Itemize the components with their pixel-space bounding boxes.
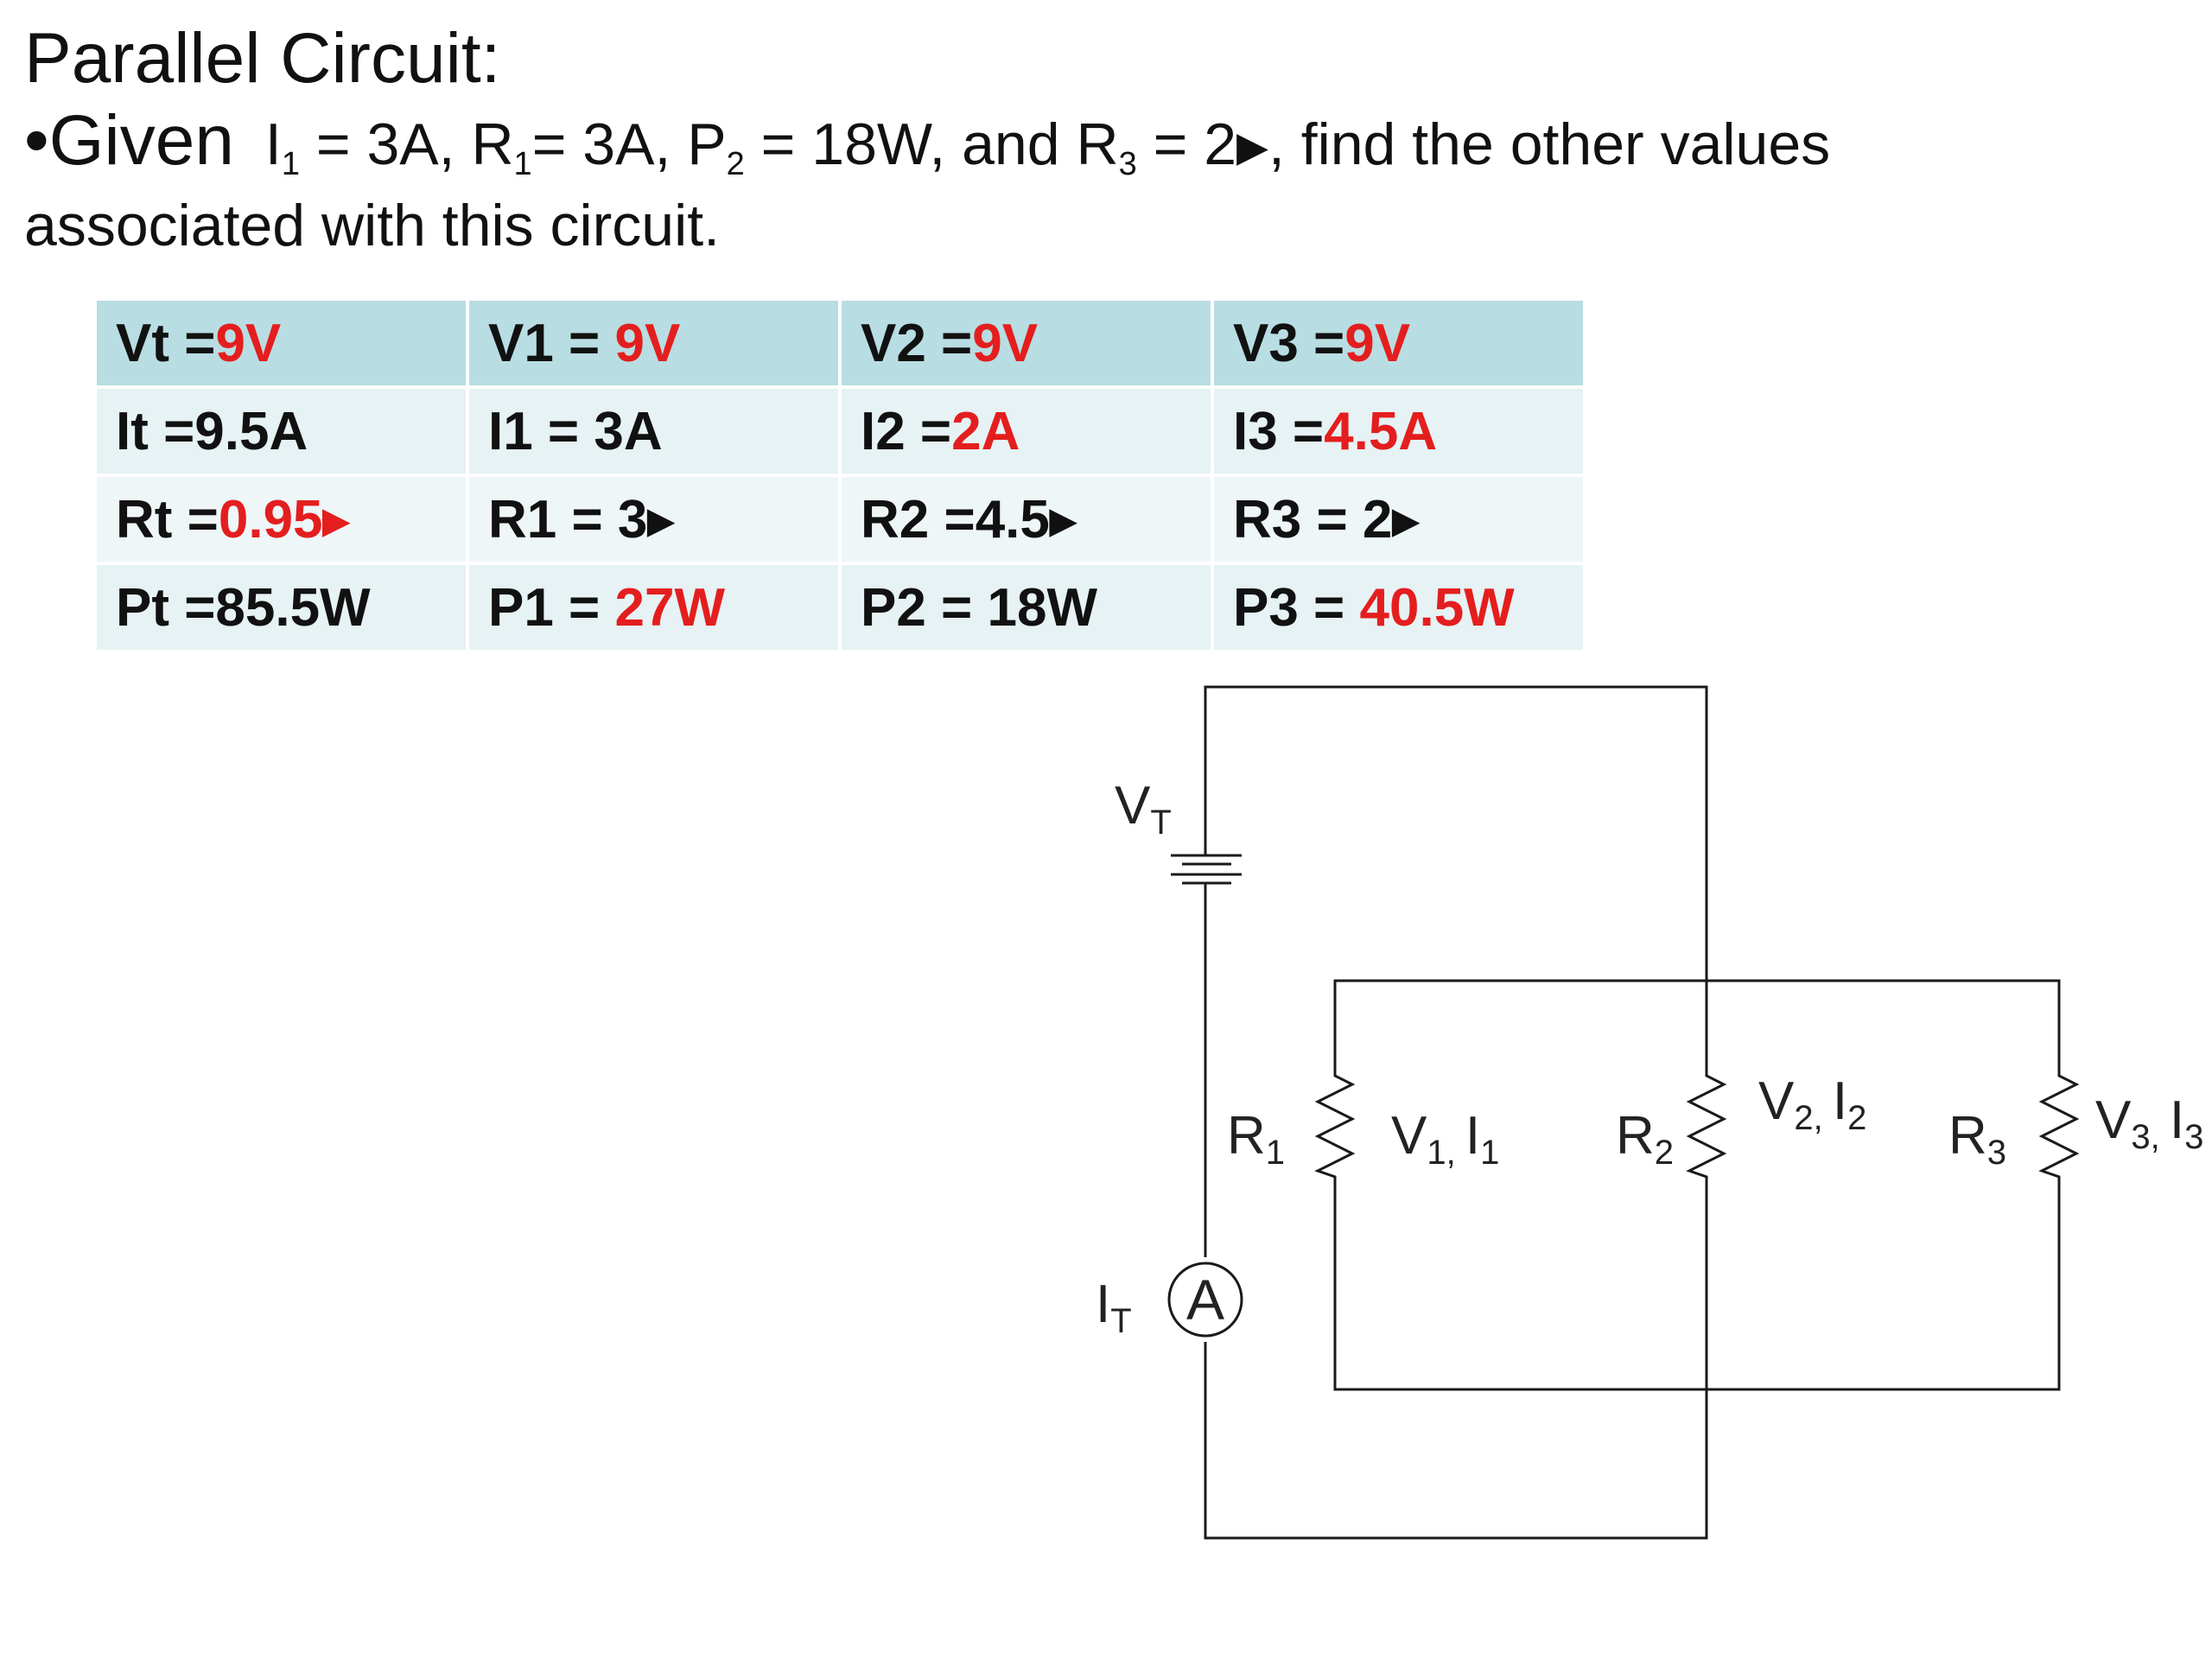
cell-label: It =9.5A: [116, 401, 308, 461]
table-cell: I1 = 3A: [469, 389, 838, 474]
table-cell: Pt =85.5W: [97, 565, 466, 650]
ohm-glyph-icon: ▶: [322, 501, 350, 540]
table-cell: I3 =4.5A: [1214, 389, 1583, 474]
given-tail: , find the other values: [1268, 111, 1831, 177]
wire-top: [1204, 685, 1708, 981]
table-row-power: Pt =85.5W P1 = 27W P2 = 18W P3 = 40.5W: [97, 565, 1583, 650]
table-cell: P1 = 27W: [469, 565, 838, 650]
cell-label: I1 = 3A: [488, 401, 663, 461]
cell-value: 9V: [614, 313, 681, 373]
cell-value: 27W: [614, 577, 725, 638]
battery-icon: [1171, 780, 1242, 890]
table-cell: R2 =4.5▶: [842, 477, 1211, 562]
slide-title: Parallel Circuit:: [24, 19, 501, 98]
label-r2: R2: [1616, 1106, 1674, 1172]
circuit-wires: [1204, 685, 2061, 1540]
cell-label: Rt =: [116, 489, 219, 550]
cell-label: P3 =: [1233, 577, 1360, 638]
given-r1: R1= 3A,: [471, 111, 688, 182]
cell-label: R2 =4.5: [861, 489, 1050, 550]
table-row-resistance: Rt =0.95▶R1 = 3▶R2 =4.5▶R3 = 2▶: [97, 477, 1583, 562]
cell-value: 9V: [1344, 313, 1411, 373]
cell-label: R3 = 2: [1233, 489, 1393, 550]
table-cell: It =9.5A: [97, 389, 466, 474]
cell-value: 9V: [215, 313, 282, 373]
label-it: IT: [1096, 1274, 1132, 1340]
label-r3: R3: [1948, 1106, 2006, 1172]
cell-label: P1 =: [488, 577, 615, 638]
cell-value: 40.5W: [1359, 577, 1515, 638]
table-cell: R1 = 3▶: [469, 477, 838, 562]
cell-label: Pt =85.5W: [116, 577, 371, 638]
branch-bottom: [1333, 1184, 2061, 1391]
bullet-given: •Given: [24, 101, 234, 180]
label-vt: VT: [1115, 776, 1172, 842]
cell-label: V3 =: [1233, 313, 1345, 373]
given-i1: I1 = 3A,: [264, 111, 472, 182]
cell-label: I2 =: [861, 401, 952, 461]
cell-value: 0.95: [218, 489, 323, 550]
table-cell: V1 = 9V: [469, 301, 838, 385]
resistor-r3-icon: [2038, 1069, 2080, 1184]
table-cell: Vt =9V: [97, 301, 466, 385]
cell-label: P2 = 18W: [861, 577, 1097, 638]
cell-label: Vt =: [116, 313, 216, 373]
label-r1: R1: [1227, 1106, 1285, 1172]
ohm-glyph-icon: ▶: [1236, 124, 1268, 170]
resistor-r2-icon: [1686, 1069, 1727, 1184]
table-cell: P3 = 40.5W: [1214, 565, 1583, 650]
table-cell: Rt =0.95▶: [97, 477, 466, 562]
ohm-glyph-icon: ▶: [1049, 501, 1077, 540]
branch-top: [1333, 979, 2061, 1069]
cell-label: V1 =: [488, 313, 615, 373]
ohm-glyph-icon: ▶: [647, 501, 675, 540]
wire-left-lower: [1204, 1184, 1708, 1540]
problem-line-2: associated with this circuit.: [24, 193, 720, 258]
table-cell: V2 =9V: [842, 301, 1211, 385]
table-cell: I2 =2A: [842, 389, 1211, 474]
cell-value: 2A: [951, 401, 1020, 461]
table-cell: R3 = 2▶: [1214, 477, 1583, 562]
label-v3-i3: V3, I3: [2095, 1090, 2203, 1156]
ammeter-icon: A: [1167, 1262, 1243, 1338]
cell-label: R1 = 3: [488, 489, 648, 550]
table-cell: P2 = 18W: [842, 565, 1211, 650]
given-r3: R3 = 2▶: [1076, 111, 1268, 182]
cell-label: I3 =: [1233, 401, 1325, 461]
problem-statement: •Given I1 = 3A, R1= 3A, P2 = 18W, and R3 …: [24, 102, 2184, 264]
ohm-glyph-icon: ▶: [1392, 501, 1420, 540]
cell-value: 9V: [972, 313, 1039, 373]
table-cell: V3 =9V: [1214, 301, 1583, 385]
label-v2-i2: V2, I2: [1758, 1071, 1866, 1137]
cell-label: V2 =: [861, 313, 973, 373]
ammeter-letter: A: [1186, 1268, 1224, 1332]
resistor-r1-icon: [1314, 1069, 1356, 1184]
label-v1-i1: V1, I1: [1391, 1106, 1499, 1172]
given-p2: P2 = 18W, and: [687, 111, 1077, 182]
cell-value: 4.5A: [1324, 401, 1438, 461]
problem-line-1: •Given I1 = 3A, R1= 3A, P2 = 18W, and R3 …: [24, 102, 2184, 187]
